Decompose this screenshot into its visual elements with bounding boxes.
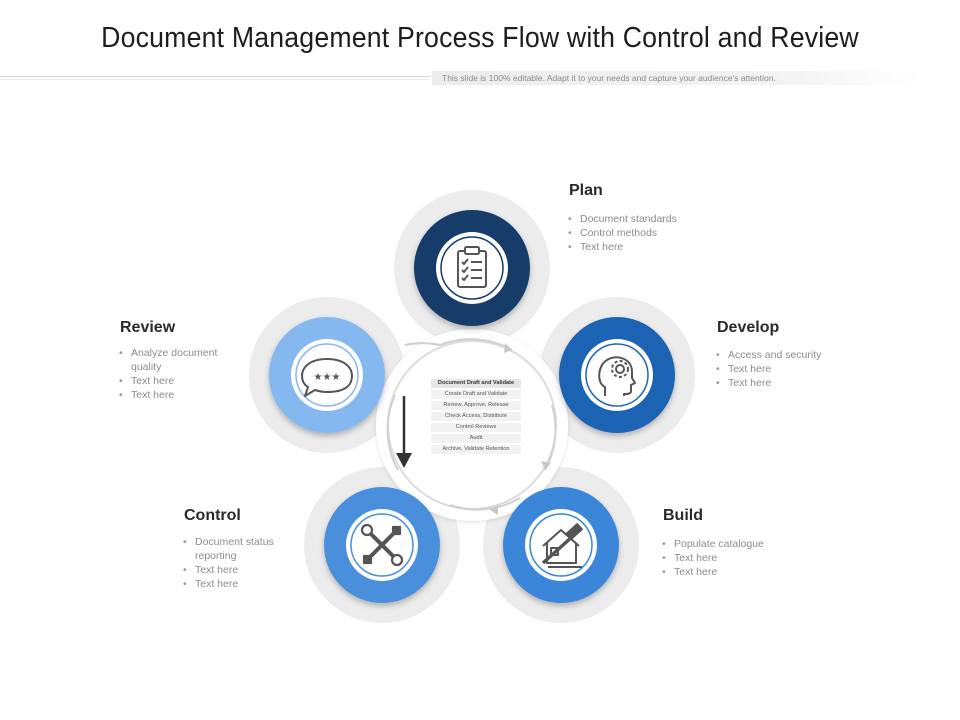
bullet-item: Populate catalogue	[662, 537, 812, 551]
bullet-item: Text here	[119, 374, 224, 388]
subtitle-text: This slide is 100% editable. Adapt it to…	[442, 73, 776, 83]
node-control-label: Control	[184, 507, 241, 524]
node-build-bullets: Populate catalogue Text here Text here	[662, 537, 812, 579]
center-table-row: Review, Approve, Release	[431, 401, 521, 410]
bullet-item: Text here	[119, 388, 224, 402]
title-divider	[0, 76, 430, 77]
center-process-table: Document Draft and Validate Create Draft…	[431, 379, 521, 456]
svg-text:★★★: ★★★	[314, 372, 341, 383]
bullet-item: Document standards	[568, 212, 718, 226]
bullet-item: Control methods	[568, 226, 718, 240]
center-table-header: Document Draft and Validate	[431, 379, 521, 388]
node-review-label: Review	[120, 319, 176, 336]
node-review-bullets: Analyze document quality Text here Text …	[119, 346, 224, 402]
center-table-row: Audit	[431, 434, 521, 443]
node-develop-label: Develop	[717, 319, 780, 336]
node-plan-disc	[414, 210, 530, 326]
bullet-item: Analyze document quality	[119, 346, 224, 374]
node-develop-bullets: Access and security Text here Text here	[716, 348, 866, 390]
bullet-item: Text here	[716, 362, 866, 376]
title-divider-shadow	[0, 79, 430, 80]
bullet-item: Text here	[568, 240, 718, 254]
subtitle-banner	[432, 71, 922, 85]
node-plan-bullets: Document standards Control methods Text …	[568, 212, 718, 254]
node-control-bullets: Document status reporting Text here Text…	[183, 535, 283, 591]
bullet-item: Text here	[716, 376, 866, 390]
node-develop-disc	[559, 317, 675, 433]
wrench-screwdriver-icon	[360, 523, 404, 567]
node-plan-label: Plan	[569, 182, 603, 199]
speech-bubble-stars-icon: ★★★	[301, 358, 353, 397]
flow-down-arrow	[396, 396, 412, 468]
bullet-item: Text here	[183, 563, 283, 577]
node-build-label: Build	[663, 507, 703, 524]
head-gear-icon	[598, 356, 636, 396]
bullet-item: Document status reporting	[183, 535, 283, 563]
bullet-item: Text here	[662, 565, 812, 579]
house-hammer-icon	[541, 523, 583, 568]
center-table-row: Create Draft and Validate	[431, 390, 521, 399]
clipboard-checklist-icon	[457, 246, 487, 288]
center-table-row: Archive, Validate Retention	[431, 445, 521, 454]
center-table-row: Control Reviews	[431, 423, 521, 432]
bullet-item: Text here	[183, 577, 283, 591]
page-title: Document Management Process Flow with Co…	[101, 22, 859, 54]
bullet-item: Access and security	[716, 348, 866, 362]
center-table-row: Check Access, Distribute	[431, 412, 521, 421]
bullet-item: Text here	[662, 551, 812, 565]
